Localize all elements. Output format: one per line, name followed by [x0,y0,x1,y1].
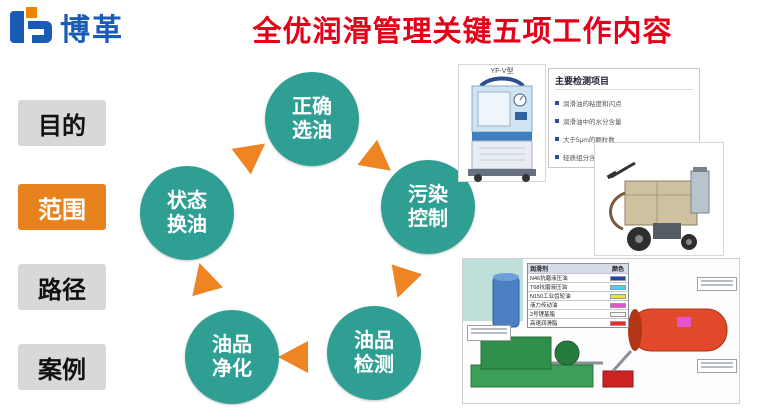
color-chip [610,302,626,308]
test-item-label: 大于5μm的颗粒数 [563,137,615,144]
test-item-label: 润滑油的粘度和闪点 [563,101,622,108]
table-row: 高速润滑脂 [528,318,628,327]
brand-name: 博革 [60,14,124,47]
color-chip [610,311,626,317]
list-item: 轻质组分含量 [555,152,693,162]
legend-name: 2号锂基脂 [530,312,556,318]
callout-box [697,359,737,373]
table-row: T68抗磨液压油 [528,282,628,291]
list-item: 润滑油的粘度和闪点 [555,98,693,108]
table-row: N46抗磨液压油 [528,273,628,282]
brand-logo-icon [10,7,52,43]
brand-logo: 博革 [8,5,124,49]
cycle-step-oil-testing: 油品 检测 [327,306,421,400]
lubrication-system-diagram: 润滑剂 颜色 N46抗磨液压油 T68抗磨液压油 N150工业齿轮油 液力传动油… [462,258,740,404]
legend-name: T68抗磨液压油 [530,285,567,291]
list-item: 润滑油中的水分含量 [555,116,693,126]
sidebar-item-path[interactable]: 路径 [18,264,106,310]
arrow-icon [278,341,308,373]
legend-name: 液力传动油 [530,303,558,309]
bullet-icon [555,137,559,141]
machine-caption: YF-V型 [490,68,514,75]
test-item-label: 润滑油中的水分含量 [563,119,622,126]
cycle-step-correct-oil-selection: 正确 选油 [265,72,359,166]
bullet-icon [555,119,559,123]
legend-name: 高速润滑脂 [530,321,558,327]
test-item-label: 轻质组分含量 [563,155,602,162]
color-chip [610,320,626,326]
cycle-step-oil-purification: 油品 净化 [185,310,279,404]
legend-header-row: 润滑剂 颜色 [528,264,628,273]
legend-name: N46抗磨液压油 [530,276,568,282]
color-chip [610,275,626,281]
list-item: 大于5μm的颗粒数 [555,134,693,144]
oil-filter-machine-illustration [468,76,536,182]
table-row: 液力传动油 [528,300,628,309]
bullet-icon [555,155,559,159]
sidebar-item-purpose[interactable]: 目的 [18,100,106,146]
callout-box [467,325,511,341]
legend-header-lubricant: 润滑剂 [530,267,549,273]
page-title: 全优润滑管理关键五项工作内容 [252,16,673,48]
cycle-step-condition-oil-change: 状态 换油 [140,166,234,260]
legend-name: N150工业齿轮油 [530,294,571,300]
table-row: 2号锂基脂 [528,309,628,318]
lubrication-diagram-illustration [463,259,728,388]
table-row: N150工业齿轮油 [528,291,628,300]
oil-purifier-cart-illustration [606,161,710,251]
callout-box [697,277,737,291]
arrow-icon [192,262,224,297]
arrow-icon [391,264,423,298]
sidebar-item-case[interactable]: 案例 [18,344,106,390]
sidebar-item-scope[interactable]: 范围 [18,184,106,230]
lubricant-legend-table: 润滑剂 颜色 N46抗磨液压油 T68抗磨液压油 N150工业齿轮油 液力传动油… [527,263,629,328]
oil-purifier-cart-photo [594,142,724,256]
test-items-title: 主要检测项目 [555,74,693,90]
oil-filter-machine-photo: YF-V型 [458,64,546,182]
color-chip [610,284,626,290]
color-chip [610,293,626,299]
legend-header-color: 颜色 [611,267,624,273]
bullet-icon [555,101,559,105]
